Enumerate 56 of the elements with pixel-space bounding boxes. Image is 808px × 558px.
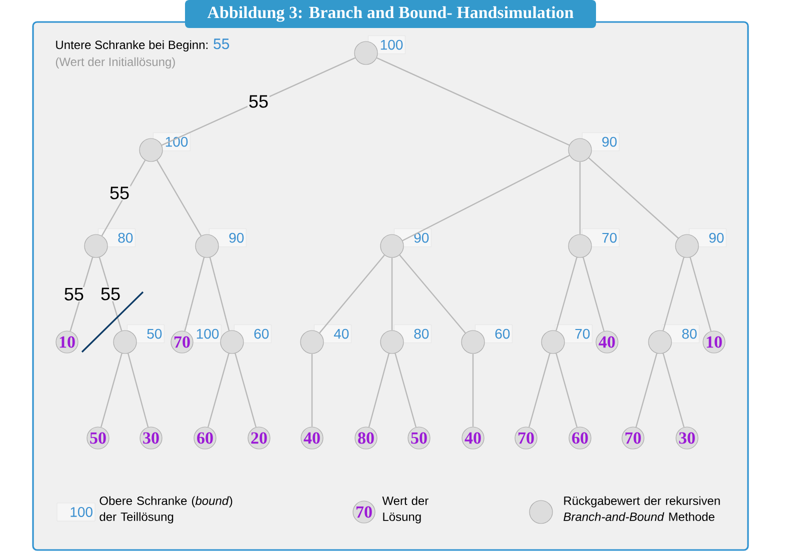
tree-edge xyxy=(399,254,466,334)
node-circle xyxy=(139,138,163,162)
note-text: Untere Schranke bei Beginn: xyxy=(56,40,208,52)
tree-edge xyxy=(162,57,356,146)
tree-edge xyxy=(184,257,205,332)
tree-edge xyxy=(209,257,230,331)
tree-edge xyxy=(391,258,393,330)
node-circle xyxy=(675,234,699,258)
tree-edge xyxy=(101,160,146,236)
tree-edge xyxy=(690,257,712,332)
node-circle xyxy=(461,330,485,354)
tree-edge xyxy=(394,353,417,428)
legend-text: Obere Schranke (bound) der Teillösung xyxy=(100,496,232,524)
legend-text: Rückgabewert der rekursiven Branch-and-Bound Methode xyxy=(564,496,720,522)
tree-edge xyxy=(376,57,570,146)
tree-edge xyxy=(402,154,570,242)
node-circle xyxy=(568,234,592,258)
tree-edge xyxy=(156,160,202,236)
lower-bound-value: 55 xyxy=(214,38,230,50)
note-text: (Wert der Initiallösung) xyxy=(56,57,175,68)
node-circle xyxy=(220,330,244,354)
legend-text: Wert der Lösung xyxy=(382,496,428,524)
tree-edge xyxy=(311,354,313,427)
tree-edge xyxy=(582,257,605,332)
tree-edge xyxy=(368,353,390,428)
legend-bound-label: 100 xyxy=(56,502,96,522)
tree-edge xyxy=(662,353,685,428)
edge-label: 55 xyxy=(248,94,270,109)
tree-edge xyxy=(635,353,658,428)
node-circle xyxy=(380,234,404,258)
tree-edge xyxy=(70,257,94,332)
tree-edge xyxy=(579,162,581,234)
edge-label: 55 xyxy=(100,286,122,302)
tree-edge xyxy=(319,254,385,334)
tree-edge xyxy=(207,353,230,428)
node-circle xyxy=(300,330,324,354)
node-circle xyxy=(195,234,219,258)
node-circle xyxy=(113,330,137,354)
tree-edge xyxy=(100,353,122,428)
node-circle xyxy=(648,330,672,354)
tree-edge xyxy=(556,353,578,428)
title-banner: Abbildung 3: Branch and Bound- Handsimulation xyxy=(185,0,596,28)
node-circle xyxy=(568,138,592,162)
tree-edge xyxy=(556,257,578,331)
tree-edge xyxy=(528,353,550,428)
node-circle xyxy=(541,330,565,354)
tree-edge xyxy=(472,354,474,427)
tree-edge xyxy=(234,353,257,428)
node-circle xyxy=(380,330,404,354)
edge-label: 55 xyxy=(108,186,131,200)
node-circle xyxy=(84,234,108,258)
tree-edge xyxy=(588,157,679,239)
tree-edge xyxy=(662,257,684,331)
node-circle xyxy=(354,41,378,65)
tree-edge xyxy=(98,257,122,331)
tree-edge xyxy=(128,353,149,428)
